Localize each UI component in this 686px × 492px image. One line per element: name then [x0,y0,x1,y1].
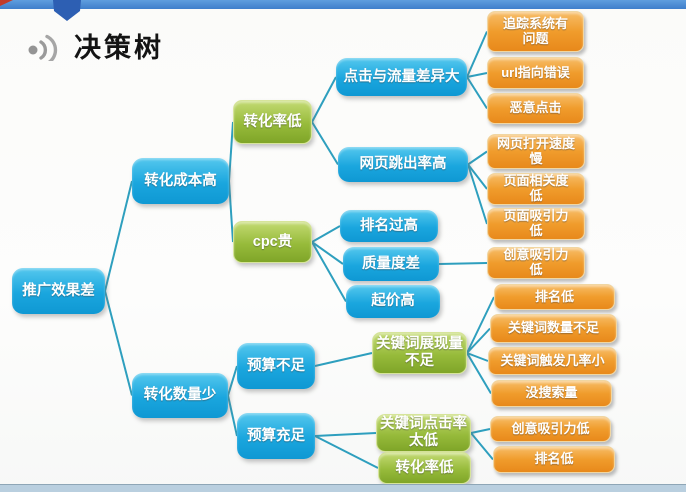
edge-djll-url [466,72,488,78]
tree-node-root: 推广效果差 [12,268,105,314]
tree-node-gjccf: 关键词触发几率小 [488,347,617,375]
edge-zhll1-wytc [311,121,339,166]
tree-node-label: 预算充足 [247,427,305,444]
tree-node-label: 页面相关度 低 [503,173,569,203]
edge-ysbz-gjczxl [314,352,373,367]
edge-djll-zzxt [466,31,488,78]
corner-red-triangle [0,0,13,6]
page-title: 决策树 [74,33,164,63]
edge-cpc-pmgg [311,225,341,243]
tree-node-label: 恶意点击 [509,100,562,116]
tree-node-label: 关键词点击率 太低 [380,416,467,449]
tree-node-label: 关键词触发几率小 [500,352,605,368]
tree-node-label: 推广效果差 [22,282,95,299]
tree-node-label: 网页跳出率高 [359,156,447,173]
edge-wytc-wydk [467,150,488,166]
tree-node-qjg: 起价高 [346,285,440,318]
tree-node-label: 转化率低 [395,459,454,476]
title-row: 决策树 [26,26,164,65]
tree-node-cpc: cpc贵 [233,221,312,263]
tree-node-label: url指向错误 [501,64,570,80]
tree-node-label: 创意吸引力 低 [503,247,569,277]
tree-node-zhll2: 转化率低 [378,452,471,484]
tree-node-label: 起价高 [371,293,415,310]
tree-node-label: 创意吸引力低 [511,420,590,436]
sound-waves-icon [28,34,58,61]
tree-node-pmd2: 排名低 [493,446,615,473]
tree-node-gjcdjl: 关键词点击率 太低 [376,414,471,452]
tree-node-zhsls: 转化数量少 [132,373,228,418]
tree-node-wytc: 网页跳出率高 [338,147,468,182]
tree-node-label: 转化成本高 [144,172,217,189]
tree-node-cyxyl2: 创意吸引力低 [490,416,611,442]
tree-node-wydk: 网页打开速度 慢 [487,134,585,169]
edge-wytc-ymxg [467,163,488,190]
tree-node-ysbz: 预算不足 [237,343,315,389]
edge-cpc-zldc [311,241,344,265]
edge-zhcbg-cpc [228,180,234,243]
tree-node-label: 关键词数量不足 [507,320,599,336]
tree-node-yscz: 预算充足 [237,413,315,459]
tree-node-mssl: 没搜索量 [491,380,612,407]
tree-node-zhll1: 转化率低 [233,100,312,144]
tree-node-pmgg: 排名过高 [340,210,438,242]
edge-yscz-zhll2 [314,435,379,469]
edge-zldc-cyxyl1 [438,262,488,265]
tree-node-ymxyl: 页面吸引力 低 [487,208,585,240]
tree-node-gjcsl: 关键词数量不足 [490,314,617,343]
edge-gjczxl-gjcsl [466,327,491,354]
tree-node-eydj: 恶意点击 [487,93,584,124]
tree-node-zhcbg: 转化成本高 [132,158,229,204]
tree-node-zzxt: 追踪系统有 问题 [487,11,584,52]
tree-node-ymxg: 页面相关度 低 [487,173,585,205]
tree-node-gjczxl: 关键词展现量 不足 [372,332,467,374]
tree-node-cyxyl1: 创意吸引力 低 [487,247,585,279]
tree-node-label: 追踪系统有 问题 [502,15,568,46]
edge-gjczxl-pmd1 [466,296,495,354]
edge-zhsls-ysbz [227,365,238,396]
tree-node-zldc: 质量度差 [343,247,439,281]
tree-node-label: 排名过高 [360,217,418,234]
edge-yscz-gjcdjl [314,432,377,437]
tree-node-djll: 点击与流量差异大 [336,58,467,96]
tree-node-label: 转化率低 [243,113,302,130]
tree-node-label: cpc贵 [252,233,293,250]
tree-node-label: 预算不足 [247,357,305,374]
edge-gjczxl-gjccf [466,352,489,362]
edge-gjcdjl-pmd2 [470,432,494,461]
tree-node-label: 页面吸引力 低 [503,208,569,238]
edge-djll-eydj [466,76,488,110]
tree-node-label: 排名低 [534,288,574,304]
ribbon-bookmark-icon [53,0,81,21]
tree-node-label: 没搜索量 [525,385,578,401]
edge-gjcdjl-cyxyl2 [470,428,491,434]
tree-node-label: 排名低 [534,451,574,467]
edge-root-zhsls [104,290,133,396]
edge-zhcbg-zhll1 [228,121,234,182]
tree-node-label: 网页打开速度 慢 [496,135,575,166]
tree-node-label: 转化数量少 [143,387,217,404]
edge-cpc-qjg [311,241,347,302]
footer-bar [0,484,686,492]
tree-node-label: 点击与流量差异大 [343,68,460,85]
tree-node-label: 关键词展现量 不足 [376,336,463,369]
top-accent-bar [0,0,686,9]
edge-gjczxl-mssl [466,352,492,395]
tree-node-pmd1: 排名低 [494,284,615,310]
edge-wytc-ymxyl [467,164,488,225]
edge-zhll1-djll [311,76,337,123]
edge-root-zhcbg [104,180,133,292]
tree-node-label: 质量度差 [362,255,420,272]
tree-node-url: url指向错误 [487,57,584,89]
edge-zhsls-yscz [227,395,238,437]
